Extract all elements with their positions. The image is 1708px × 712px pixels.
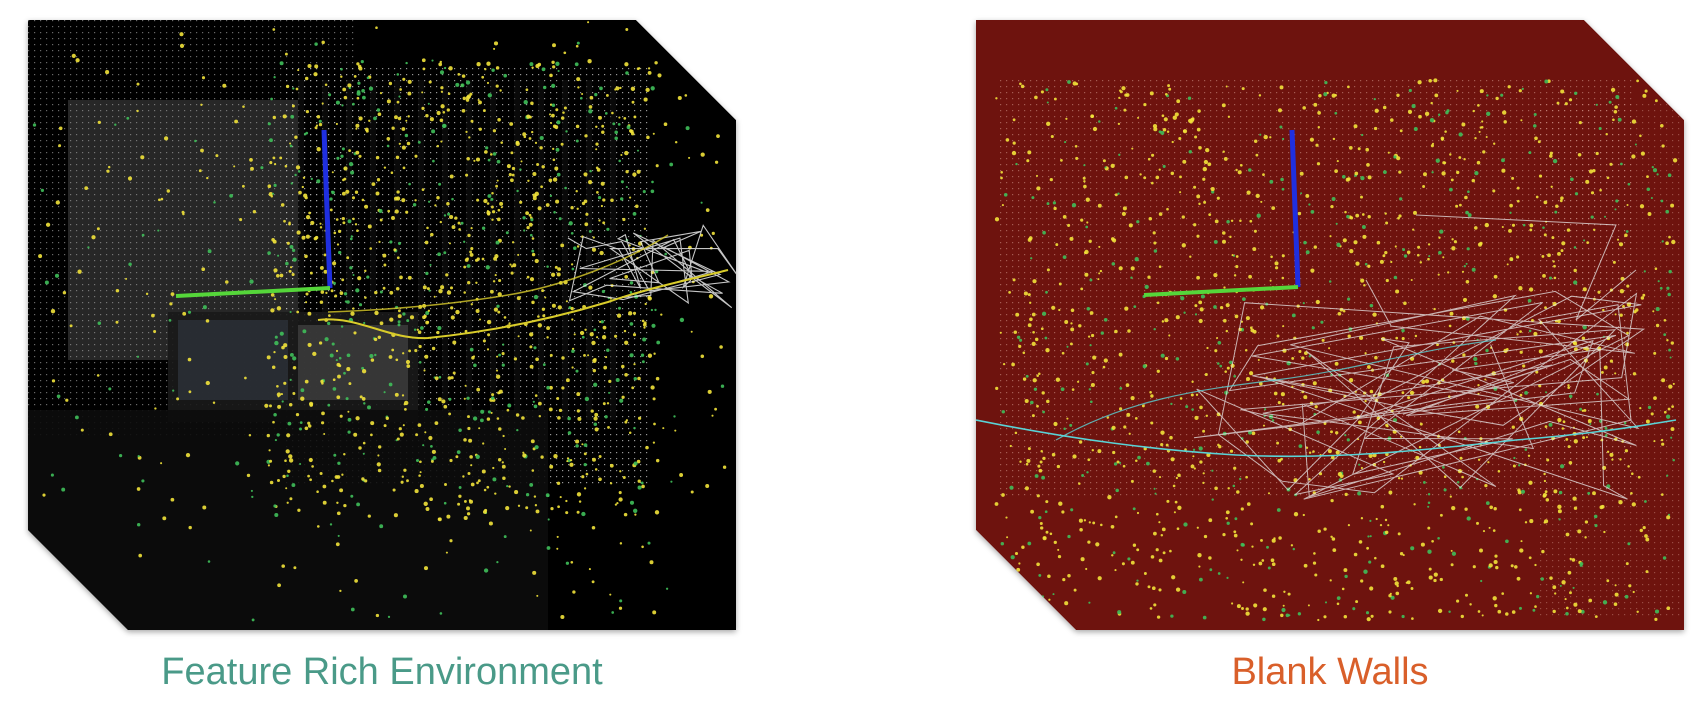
- axis-horizontal: [1143, 285, 1299, 297]
- feature-points: [32, 21, 727, 622]
- blank-walls-pointcloud-image: [976, 20, 1684, 630]
- feature-rich-pointcloud-image: [28, 20, 736, 630]
- caption-feature-rich: Feature Rich Environment: [161, 651, 603, 693]
- axis-vertical: [1289, 129, 1301, 288]
- blank-walls-pointcloud-render: [976, 20, 1684, 630]
- feature-rich-pointcloud-render: [28, 20, 736, 630]
- axis-horizontal: [175, 286, 331, 298]
- axis-vertical: [321, 129, 333, 289]
- caption-blank-walls: Blank Walls: [1231, 651, 1429, 693]
